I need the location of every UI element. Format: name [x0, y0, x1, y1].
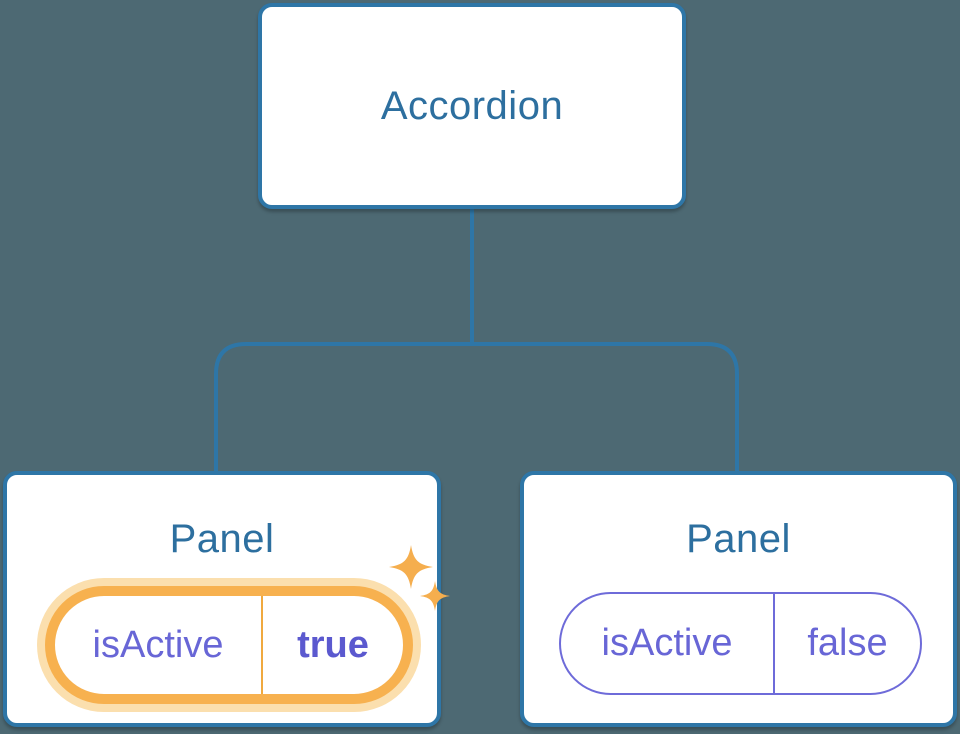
accordion-node-label: Accordion [380, 83, 564, 128]
prop-pill-active: isActive true [45, 586, 413, 704]
panel-node-label: Panel [169, 517, 275, 561]
pill-divider [773, 594, 775, 693]
accordion-node: Accordion [258, 3, 686, 209]
pill-divider [261, 596, 263, 694]
prop-value-label: false [807, 622, 888, 664]
sparkles-icon [389, 545, 450, 611]
prop-name-label: isActive [92, 623, 224, 666]
prop-name-label: isActive [601, 622, 733, 664]
panel-node-active: Panel isActive true [3, 471, 450, 727]
panel-node-inactive: Panel isActive false [520, 471, 957, 727]
prop-value-label: true [297, 623, 369, 666]
prop-pill-inactive: isActive false [559, 592, 922, 695]
panel-node-label: Panel [686, 517, 791, 561]
